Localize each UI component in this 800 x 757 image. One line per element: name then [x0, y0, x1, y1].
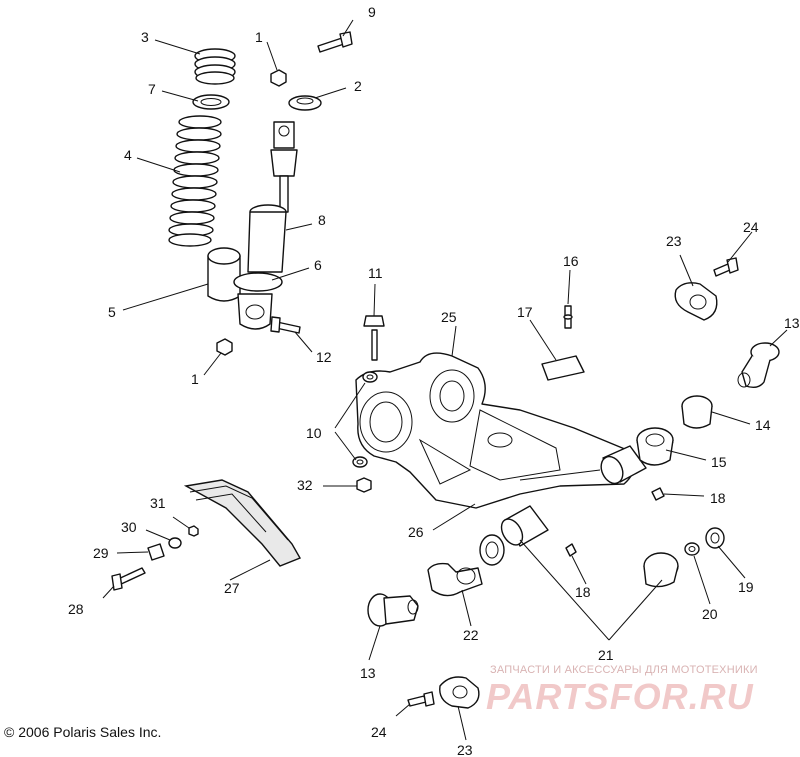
callout-30: 30: [121, 519, 137, 535]
callout-17: 17: [517, 304, 533, 320]
callout-28: 28: [68, 601, 84, 617]
washer-part: [684, 542, 700, 556]
lower-plate-bolt-part: [407, 691, 435, 707]
spring-retainer-part: [194, 48, 236, 85]
nut-32-part: [356, 477, 372, 493]
leader-lines: [102, 19, 788, 741]
bearing-plate-part: [674, 282, 718, 321]
grease-fitting-upper-part: [651, 487, 665, 501]
plate-bolt-part: [713, 257, 739, 277]
rail-spacer-part: [147, 543, 165, 561]
flange-bushing-part: [427, 562, 483, 597]
swing-arm-part: [355, 352, 636, 509]
slide-rail-part: [183, 479, 302, 567]
callout-8: 8: [318, 212, 326, 228]
lower-nut-part: [216, 338, 233, 356]
coil-spring-part: [168, 115, 222, 247]
callout-22: 22: [463, 627, 479, 643]
callout-24-lower: 24: [371, 724, 387, 740]
rail-washer-part: [168, 537, 182, 549]
bushing-part: [600, 445, 647, 485]
callout-9: 9: [368, 4, 376, 20]
callout-32: 32: [297, 477, 313, 493]
watermark-logo: PARTSFOR.RU: [486, 676, 754, 717]
callout-20: 20: [702, 606, 718, 622]
callout-15: 15: [711, 454, 727, 470]
right-cap-part: [643, 552, 679, 588]
washer-a-part: [362, 371, 378, 383]
callout-13: 13: [784, 315, 800, 331]
callout-1-lower: 1: [191, 371, 199, 387]
callout-7: 7: [148, 81, 156, 97]
seal-part: [705, 527, 725, 549]
callout-29: 29: [93, 545, 109, 561]
flange-bearing-part: [681, 395, 713, 429]
callout-26: 26: [408, 524, 424, 540]
callout-14: 14: [755, 417, 771, 433]
callout-10: 10: [306, 425, 322, 441]
spring-cup-part: [207, 247, 241, 302]
rail-bolt-part: [111, 567, 146, 591]
callout-12: 12: [316, 349, 332, 365]
rubber-bumper-part: [288, 95, 322, 111]
callout-27: 27: [224, 580, 240, 596]
callout-11: 11: [368, 265, 383, 281]
callout-31: 31: [150, 495, 166, 511]
pivot-cap-part: [636, 427, 674, 466]
spring-seat-part: [192, 94, 230, 110]
callout-23: 23: [666, 233, 682, 249]
callout-24: 24: [743, 219, 759, 235]
lower-plate-part: [439, 676, 480, 709]
callout-2: 2: [354, 78, 362, 94]
callout-19: 19: [738, 579, 754, 595]
callout-1: 1: [255, 29, 263, 45]
lower-pivot-shaft-part: [367, 593, 419, 627]
rail-nut-part: [188, 525, 199, 537]
callout-6: 6: [314, 257, 322, 273]
callout-21: 21: [598, 647, 614, 663]
watermark-tagline: ЗАПЧАСТИ И АКСЕССУАРЫ ДЛЯ МОТОТЕХНИКИ: [490, 664, 758, 676]
pivot-shaft-part: [737, 342, 780, 389]
callout-labels: 9 3 1 2 7 4 8 6 5 12 1 11 10 32 25 17 16…: [68, 4, 800, 757]
callout-18-lower: 18: [575, 584, 591, 600]
callout-18: 18: [710, 490, 726, 506]
callout-4: 4: [124, 147, 132, 163]
vertical-bolt-part: [363, 315, 385, 361]
callout-16: 16: [563, 253, 579, 269]
washer-b-part: [352, 456, 368, 468]
callout-13-lower: 13: [360, 665, 376, 681]
callout-25: 25: [441, 309, 457, 325]
lower-seal-part: [479, 534, 505, 566]
grease-fitting-lower-part: [565, 543, 577, 557]
callout-5: 5: [108, 304, 116, 320]
upper-bolt-part: [317, 31, 353, 53]
fitting-part: [563, 305, 573, 329]
lower-bolt-part: [270, 316, 301, 334]
copyright-notice: © 2006 Polaris Sales Inc.: [4, 724, 162, 740]
callout-3: 3: [141, 29, 149, 45]
lower-bushing-part: [500, 505, 549, 547]
access-plate-part: [541, 355, 585, 381]
shock-absorber-part: [233, 121, 298, 330]
hardware-nut-part: [270, 69, 287, 87]
callout-23-lower: 23: [457, 742, 473, 757]
